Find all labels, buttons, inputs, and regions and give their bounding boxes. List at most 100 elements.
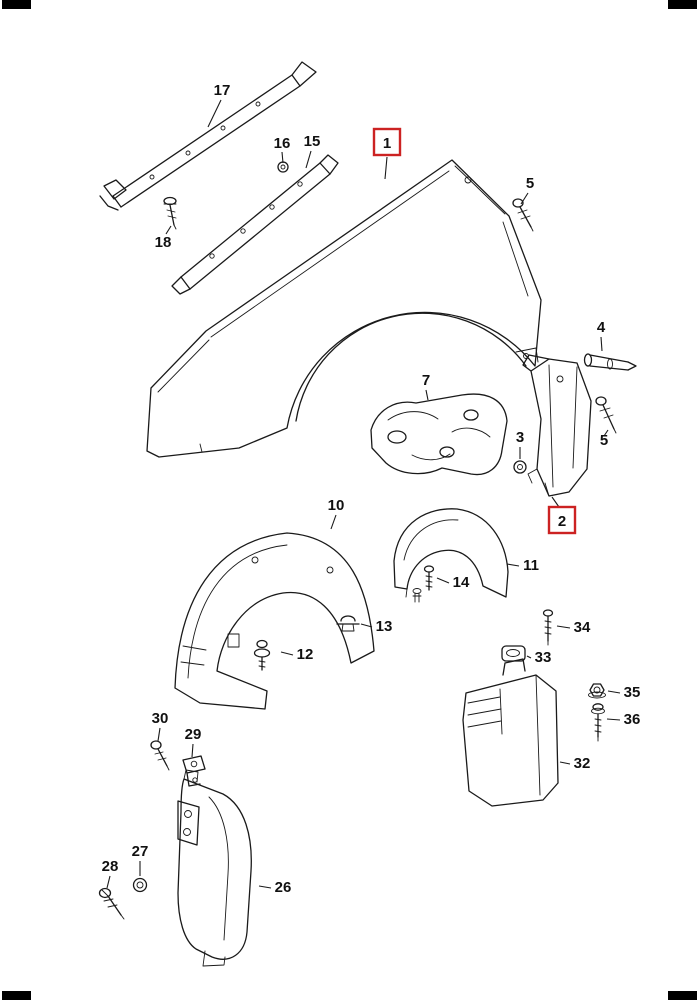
callout-number-35: 35 (624, 684, 641, 701)
callout-number-13: 13 (376, 618, 393, 635)
corner-mark-top-left (2, 0, 31, 9)
leader-line-35-18 (607, 690, 621, 694)
callout-number-16: 16 (274, 135, 291, 152)
leader-line-7-8 (425, 389, 429, 401)
callout-highlight-box-1 (372, 127, 402, 157)
callout-35-18[interactable]: 35 (624, 684, 641, 701)
callout-30-21[interactable]: 30 (152, 710, 169, 727)
callout-1-4[interactable]: 1 (372, 127, 402, 157)
callout-number-27: 27 (132, 843, 149, 860)
leader-line-13-14 (360, 623, 373, 628)
callout-number-4: 4 (597, 319, 606, 336)
leader-line-5-7 (603, 429, 609, 437)
part-4-rivet (583, 353, 637, 371)
callout-13-14[interactable]: 13 (376, 618, 393, 635)
callout-18-3[interactable]: 18 (155, 234, 172, 251)
leader-line-5-5 (520, 192, 529, 205)
part-14-screw (412, 565, 435, 603)
leader-line-15-2 (305, 150, 312, 169)
callout-number-2: 2 (558, 513, 566, 530)
callout-number-26: 26 (275, 879, 292, 896)
part-36-screw (591, 703, 605, 742)
part-5-screw-upper (512, 198, 534, 232)
leader-line-32-20 (559, 761, 571, 765)
callout-number-32: 32 (574, 755, 591, 772)
callout-3-9[interactable]: 3 (516, 429, 524, 446)
callout-16-1[interactable]: 16 (274, 135, 291, 152)
callout-4-6[interactable]: 4 (597, 319, 606, 336)
callout-12-15[interactable]: 12 (297, 646, 314, 663)
part-35-nut (588, 683, 606, 699)
part-1-fender (146, 159, 542, 458)
callout-33-17[interactable]: 33 (535, 649, 552, 666)
leader-line-30-21 (157, 727, 161, 742)
callout-36-19[interactable]: 36 (624, 711, 641, 728)
part-17-rail (99, 61, 317, 211)
leader-line-14-13 (436, 577, 450, 584)
callout-15-2[interactable]: 15 (304, 133, 321, 150)
callout-number-33: 33 (535, 649, 552, 666)
leader-line-2-10 (551, 496, 560, 508)
leader-line-33-17 (526, 655, 532, 659)
part-5-screw-lower (595, 396, 617, 434)
callout-number-34: 34 (574, 619, 591, 636)
callout-26-25[interactable]: 26 (275, 879, 292, 896)
callout-29-22[interactable]: 29 (185, 726, 202, 743)
part-30-screw (150, 740, 170, 771)
diagram-line-art (98, 61, 637, 967)
callout-10-11[interactable]: 10 (328, 497, 345, 514)
callout-number-36: 36 (624, 711, 641, 728)
callout-number-17: 17 (214, 82, 231, 99)
leader-line-11-12 (506, 563, 520, 567)
callout-11-12[interactable]: 11 (523, 557, 539, 574)
part-18-screw (163, 196, 177, 230)
callout-5-5[interactable]: 5 (526, 175, 534, 192)
part-12-fastener (253, 639, 271, 671)
corner-mark-top-right (668, 0, 697, 9)
callout-17-0[interactable]: 17 (214, 82, 231, 99)
callout-number-5: 5 (526, 175, 534, 192)
callout-28-24[interactable]: 28 (102, 858, 119, 875)
part-2-bracket (522, 354, 592, 497)
callout-7-8[interactable]: 7 (422, 372, 430, 389)
callout-number-11: 11 (523, 557, 539, 574)
leader-line-29-22 (191, 743, 194, 758)
leader-line-34-16 (556, 625, 571, 629)
leader-line-1-4 (384, 156, 388, 180)
part-3-nut (513, 460, 527, 474)
callout-number-10: 10 (328, 497, 345, 514)
part-16-nut (277, 161, 289, 173)
callout-number-5: 5 (600, 432, 608, 449)
leader-line-26-25 (258, 885, 272, 889)
callout-number-29: 29 (185, 726, 202, 743)
part-10-wheel-arch-liner-front (174, 532, 375, 710)
callout-number-15: 15 (304, 133, 321, 150)
part-7-bracket (370, 393, 508, 476)
callout-2-10[interactable]: 2 (547, 505, 577, 535)
callout-number-28: 28 (102, 858, 119, 875)
part-32-mud-flap (462, 658, 559, 807)
callout-highlight-box-2 (547, 505, 577, 535)
corner-mark-bottom-right (668, 991, 697, 1000)
callout-number-14: 14 (453, 574, 470, 591)
leader-line-36-19 (606, 718, 621, 721)
leader-line-17-0 (207, 99, 222, 128)
callout-number-3: 3 (516, 429, 524, 446)
callout-34-16[interactable]: 34 (574, 619, 591, 636)
callout-number-12: 12 (297, 646, 314, 663)
callout-5-7[interactable]: 5 (600, 432, 608, 449)
leader-line-12-15 (280, 651, 294, 656)
part-15-rail (171, 154, 339, 295)
part-13-grommet (336, 615, 360, 632)
callout-number-30: 30 (152, 710, 169, 727)
callout-27-23[interactable]: 27 (132, 843, 149, 860)
leader-line-28-24 (106, 875, 111, 889)
callout-14-13[interactable]: 14 (453, 574, 470, 591)
part-11-wheel-arch-liner-rear (393, 508, 509, 598)
callout-32-20[interactable]: 32 (574, 755, 591, 772)
leader-line-18-3 (165, 225, 172, 235)
